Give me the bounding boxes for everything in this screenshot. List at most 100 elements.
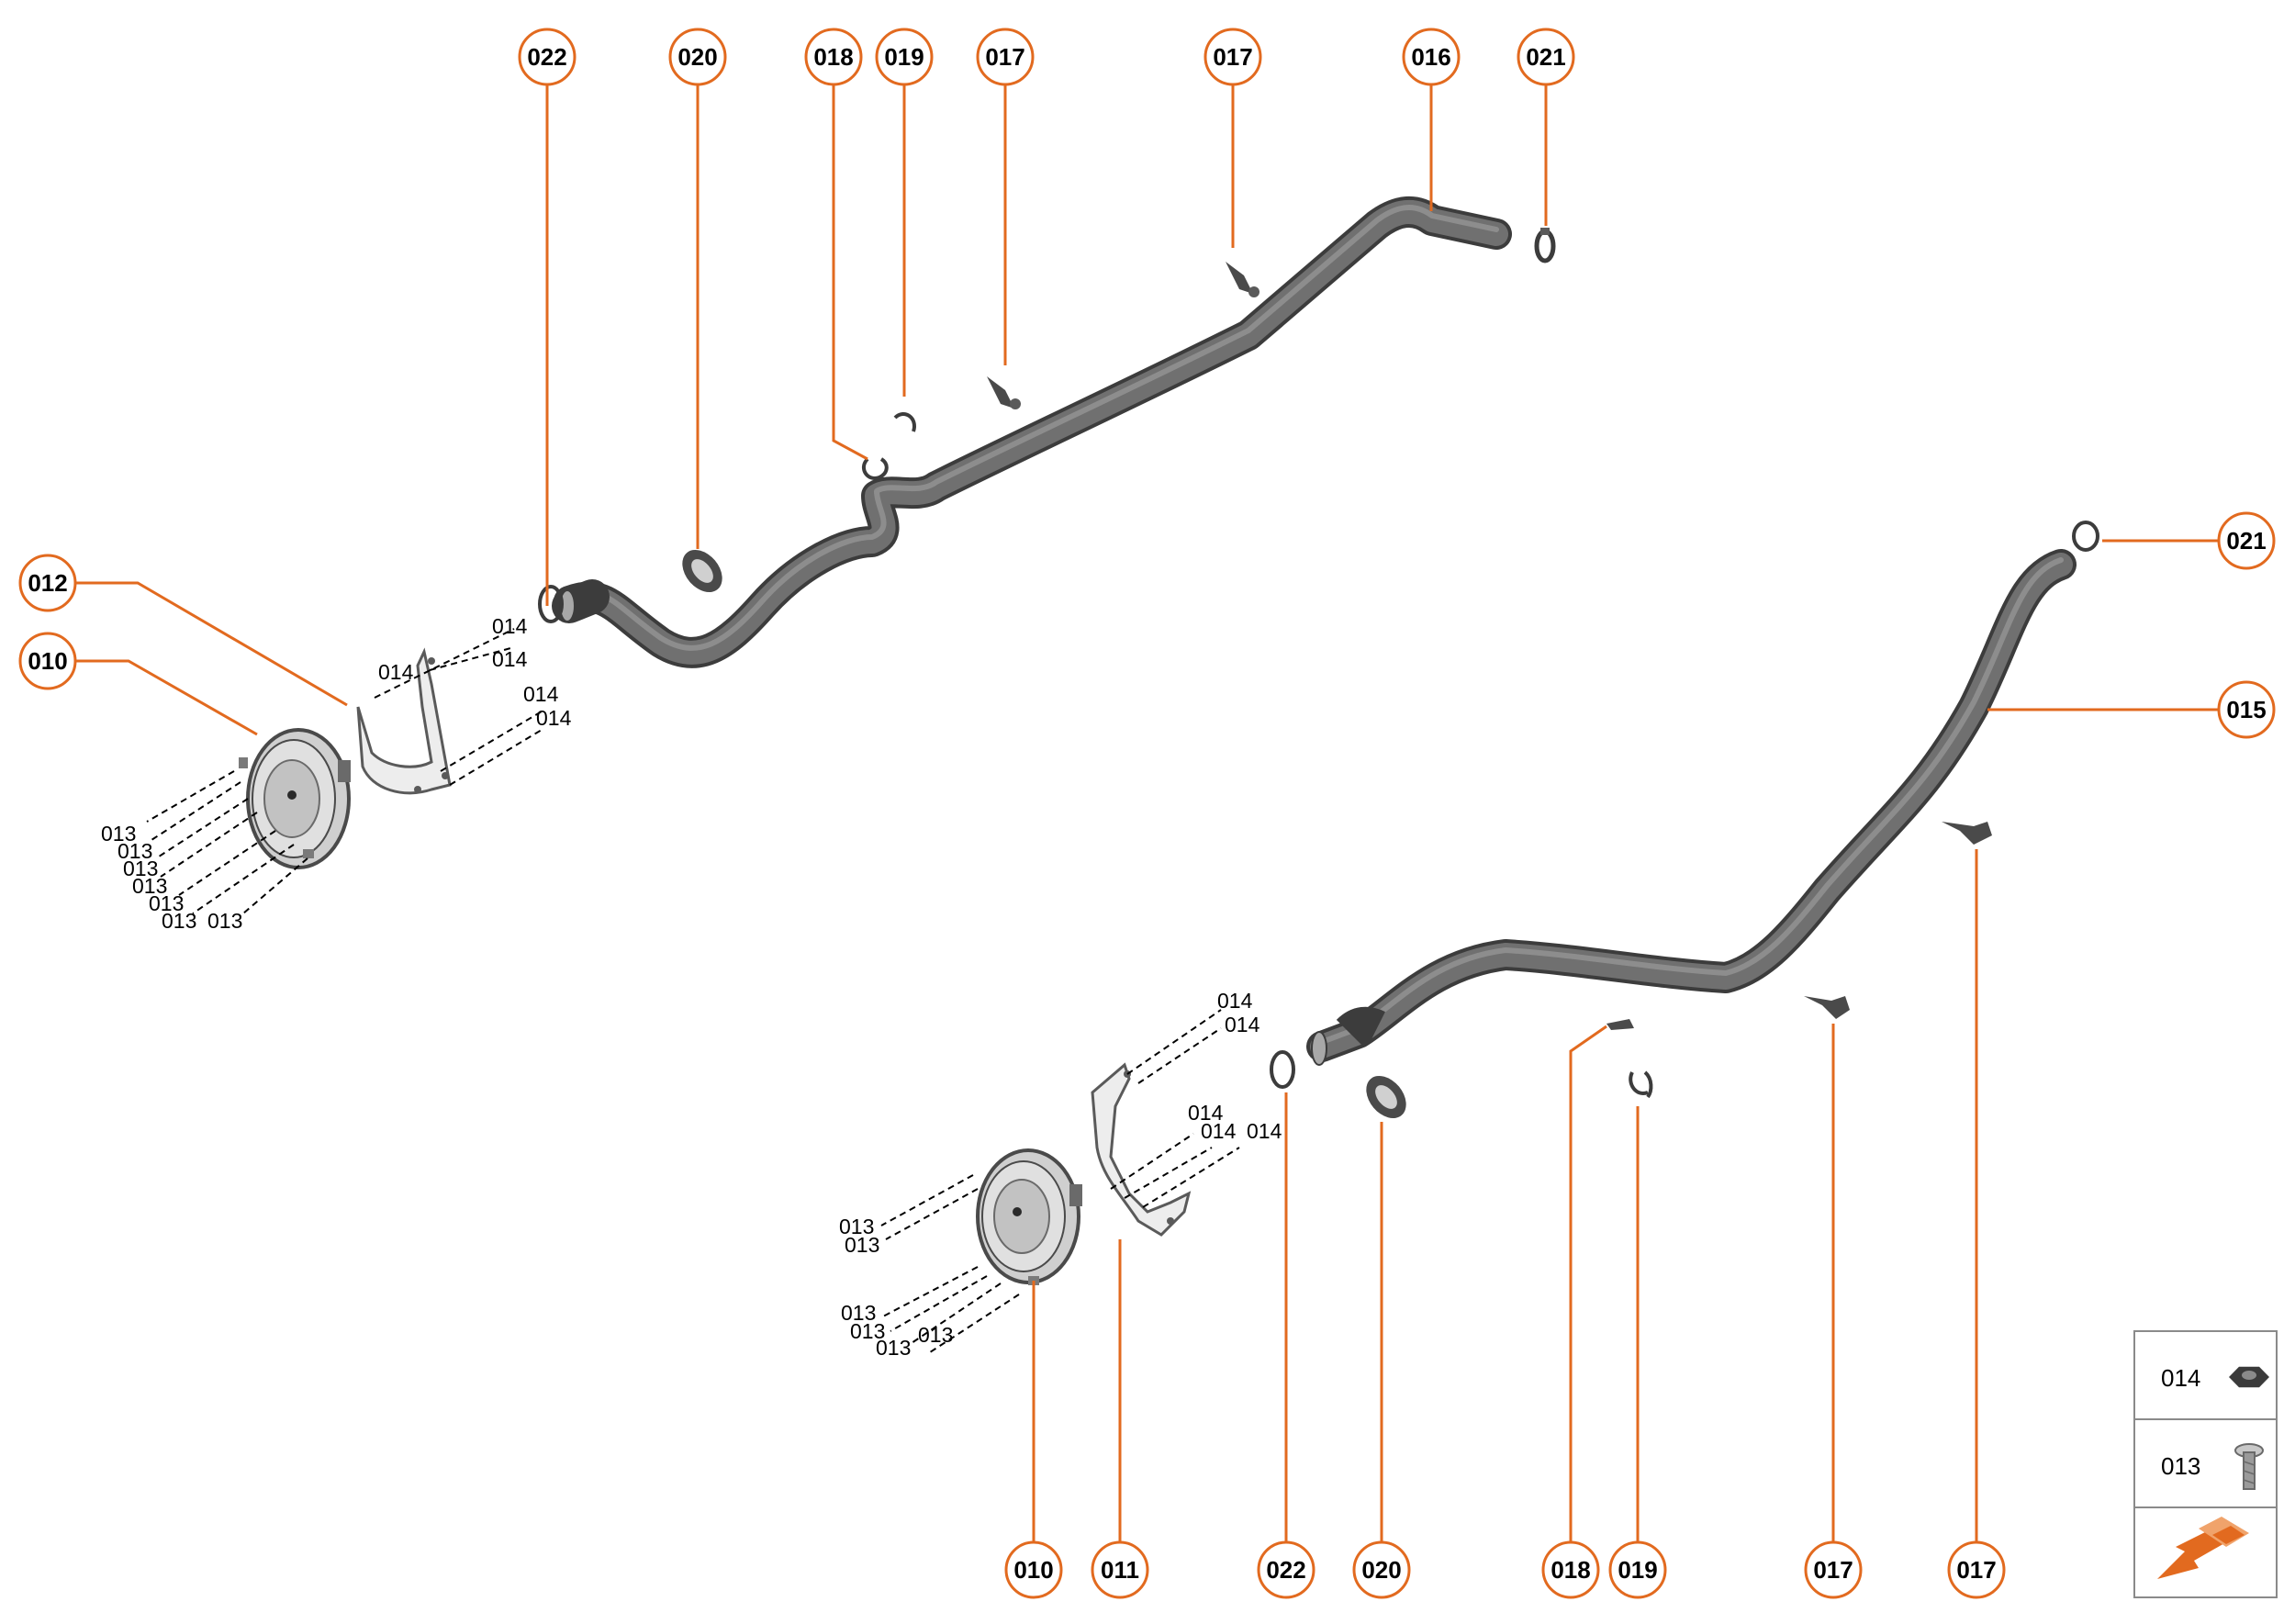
clip-019-upper[interactable] (893, 412, 916, 432)
clamp-022-upper[interactable] (538, 585, 564, 623)
fastener-label: 014 (492, 614, 528, 638)
callout-label: 017 (1813, 1556, 1853, 1584)
fastener-label: 014 (1225, 1013, 1260, 1036)
fastener-label: 013 (207, 909, 242, 933)
callout-label: 019 (1618, 1556, 1657, 1584)
callout-022-bottom[interactable]: 022 (1257, 1540, 1315, 1599)
fastener-legend: 014 013 (2133, 1330, 2278, 1598)
clamp-021-lower[interactable] (2072, 521, 2099, 552)
fastener-labels-lower: 014 014 014 014 014 013 013 013 013 013 … (839, 989, 1282, 1360)
gasket-020-lower[interactable] (1358, 1069, 1414, 1126)
callout-label: 022 (527, 43, 566, 71)
legend-label: 013 (2161, 1452, 2200, 1480)
callouts-left: 012 010 (18, 554, 77, 690)
leader-lines (73, 79, 2220, 1548)
fastener-labels-upper: 014 014 014 014 014 013 013 013 013 013 … (101, 614, 572, 933)
callout-label: 021 (2226, 527, 2266, 554)
fastener-lines-upper (146, 628, 543, 914)
callout-label: 021 (1526, 43, 1565, 71)
callout-017-top-b[interactable]: 017 (1203, 28, 1262, 86)
callout-label: 017 (1956, 1556, 1996, 1584)
view-direction-arrow-icon[interactable] (2157, 1517, 2249, 1579)
legend-item-013: 013 (2161, 1443, 2264, 1490)
screw-icon (2234, 1443, 2264, 1490)
callout-017-bottom-b[interactable]: 017 (1947, 1540, 2006, 1599)
pipe-015[interactable] (1306, 549, 2077, 1066)
legend-label: 014 (2161, 1364, 2200, 1392)
fastener-label: 013 (123, 857, 158, 880)
fastener-label: 014 (1217, 989, 1253, 1013)
fastener-label: 013 (845, 1233, 879, 1257)
callout-021-top[interactable]: 021 (1517, 28, 1575, 86)
callout-label: 012 (28, 569, 67, 597)
fastener-label: 013 (850, 1319, 885, 1343)
callout-010-left[interactable]: 010 (18, 632, 77, 690)
fastener-label: 014 (1201, 1119, 1237, 1143)
upper-assembly (146, 196, 1556, 914)
pipe-016[interactable] (554, 196, 1512, 668)
legend-item-014: 014 (2161, 1364, 2269, 1392)
hanger-017-lower-a[interactable] (1804, 996, 1850, 1019)
clip-018-lower[interactable] (1606, 1019, 1634, 1030)
bracket-011[interactable] (1091, 1062, 1192, 1237)
callout-018-top[interactable]: 018 (804, 28, 863, 86)
fastener-label: 014 (536, 706, 572, 730)
silencer-010-lower[interactable] (976, 1148, 1082, 1285)
callout-label: 020 (1361, 1556, 1401, 1584)
fastener-label: 013 (918, 1323, 953, 1347)
clamp-021-upper[interactable] (1534, 228, 1556, 263)
fastener-label: 014 (1188, 1101, 1224, 1125)
fastener-label: 013 (162, 909, 196, 933)
callout-021-right[interactable]: 021 (2217, 511, 2276, 570)
callout-020-top[interactable]: 020 (668, 28, 727, 86)
clip-018-upper[interactable] (861, 457, 889, 480)
callout-012-left[interactable]: 012 (18, 554, 77, 612)
hanger-017-upper-b[interactable] (1226, 262, 1259, 297)
callout-020-bottom[interactable]: 020 (1352, 1540, 1411, 1599)
callout-016-top[interactable]: 016 (1402, 28, 1461, 86)
callout-label: 019 (884, 43, 924, 71)
bracket-012[interactable] (356, 647, 452, 795)
callout-019-bottom[interactable]: 019 (1608, 1540, 1667, 1599)
callout-label: 016 (1411, 43, 1450, 71)
callout-019-top[interactable]: 019 (875, 28, 934, 86)
fastener-label: 013 (118, 839, 152, 863)
silencer-010-upper[interactable] (239, 728, 351, 869)
callout-label: 018 (1551, 1556, 1590, 1584)
fastener-label: 013 (101, 822, 136, 846)
callout-010-bottom[interactable]: 010 (1004, 1540, 1063, 1599)
callout-022-top[interactable]: 022 (518, 28, 577, 86)
fastener-label: 014 (523, 682, 559, 706)
fastener-label: 013 (876, 1336, 911, 1360)
callout-label: 020 (677, 43, 717, 71)
callout-label: 017 (985, 43, 1024, 71)
callouts-right: 021 015 (2217, 511, 2276, 739)
fastener-label: 014 (378, 660, 414, 684)
pipe-inlet-stub (552, 579, 610, 623)
callouts-bottom: 010 011 022 020 018 019 017 017 (1004, 1540, 2006, 1599)
callout-label: 011 (1101, 1556, 1139, 1584)
callout-017-bottom-a[interactable]: 017 (1804, 1540, 1863, 1599)
callout-011-bottom[interactable]: 011 (1091, 1540, 1149, 1599)
fastener-label: 013 (839, 1215, 874, 1238)
callout-label: 018 (813, 43, 853, 71)
clamp-022-lower[interactable] (1270, 1050, 1295, 1089)
fastener-label: 013 (841, 1301, 876, 1325)
callouts-top: 022 020 018 019 017 017 016 021 (518, 28, 1575, 86)
clip-019-lower[interactable] (1629, 1070, 1653, 1099)
hanger-017-lower-b[interactable] (1942, 822, 1992, 845)
callout-label: 010 (28, 647, 67, 675)
callout-label: 010 (1013, 1556, 1053, 1584)
hanger-017-upper-a[interactable] (987, 376, 1021, 409)
callout-017-top-a[interactable]: 017 (976, 28, 1035, 86)
fastener-label: 013 (149, 891, 184, 915)
hex-nut-icon (2229, 1366, 2269, 1388)
callout-018-bottom[interactable]: 018 (1541, 1540, 1600, 1599)
callout-label: 015 (2226, 696, 2266, 723)
fastener-label: 013 (132, 874, 167, 898)
fastener-label: 014 (1247, 1119, 1282, 1143)
gasket-020-upper[interactable] (674, 543, 730, 600)
lower-assembly (880, 521, 2099, 1355)
callout-015-right[interactable]: 015 (2217, 680, 2276, 739)
